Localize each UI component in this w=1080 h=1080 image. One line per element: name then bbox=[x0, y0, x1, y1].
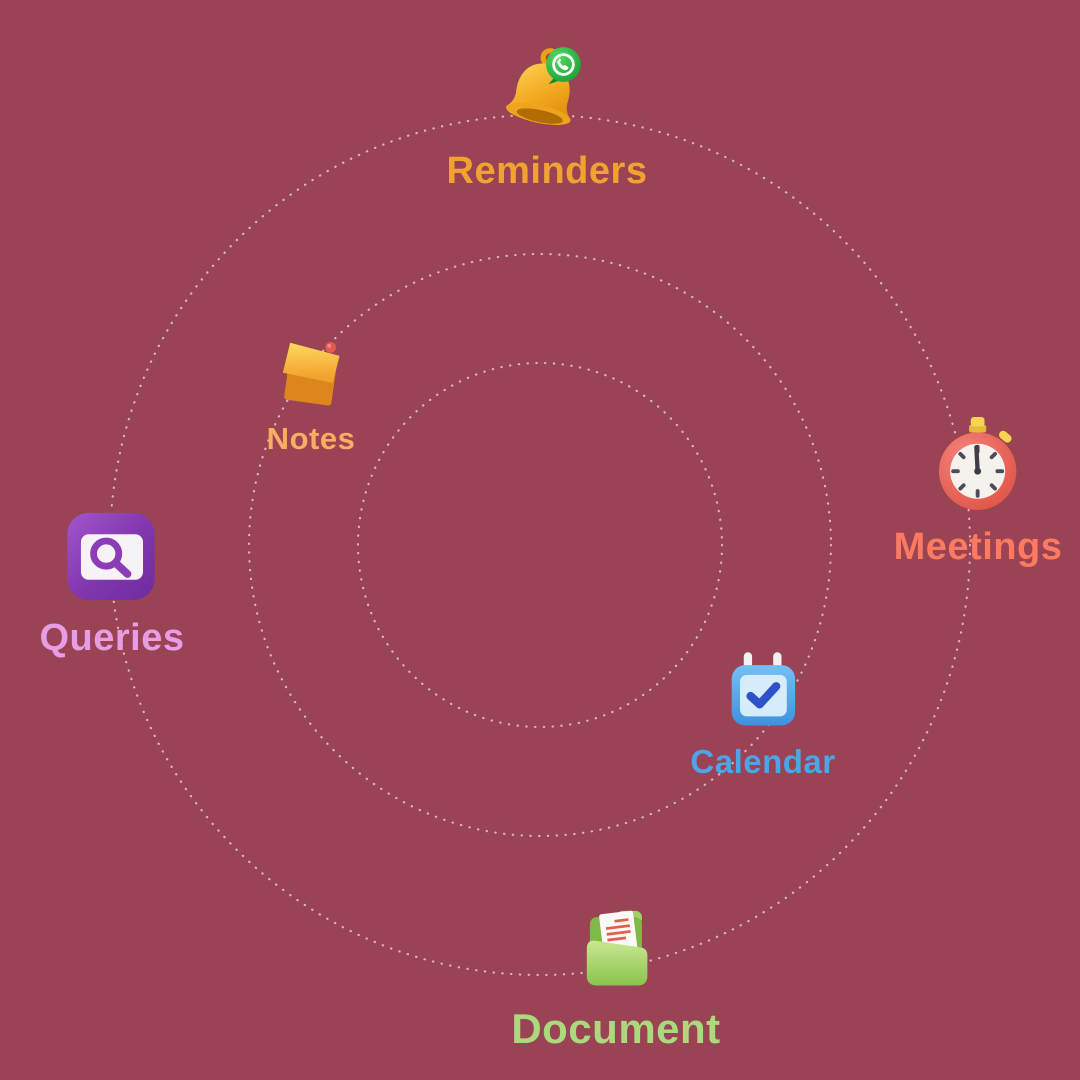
orbit-circle-group bbox=[108, 113, 972, 977]
orbit-item-queries[interactable]: Queries bbox=[39, 508, 184, 657]
orbit-item-label: Notes bbox=[266, 421, 356, 456]
sticky-note-icon bbox=[283, 342, 340, 406]
orbit-item-label: Queries bbox=[39, 617, 185, 659]
orbit-circle-inner bbox=[356, 361, 724, 729]
magnifier-app-icon bbox=[67, 512, 155, 601]
calendar-check-icon bbox=[731, 652, 795, 726]
orbit-item-label: Document bbox=[511, 1005, 721, 1052]
orbit-item-label: Calendar bbox=[690, 743, 836, 780]
orbit-item-reminders[interactable]: Reminders bbox=[447, 41, 648, 190]
orbit-item-calendar[interactable]: Calendar bbox=[690, 650, 835, 778]
stopwatch-icon bbox=[939, 417, 1017, 510]
orbit-item-label: Reminders bbox=[446, 150, 648, 192]
orbit-item-meetings[interactable]: Meetings bbox=[894, 415, 1063, 566]
orbit-item-notes[interactable]: Notes bbox=[267, 332, 356, 454]
orbit-item-document[interactable]: Document bbox=[511, 900, 720, 1050]
bell-whatsapp-icon bbox=[506, 47, 582, 125]
orbit-circle-middle bbox=[247, 252, 833, 838]
orbit-circle-outer bbox=[108, 113, 972, 977]
orbit-item-label: Meetings bbox=[893, 526, 1063, 568]
folder-document-icon bbox=[586, 910, 648, 986]
